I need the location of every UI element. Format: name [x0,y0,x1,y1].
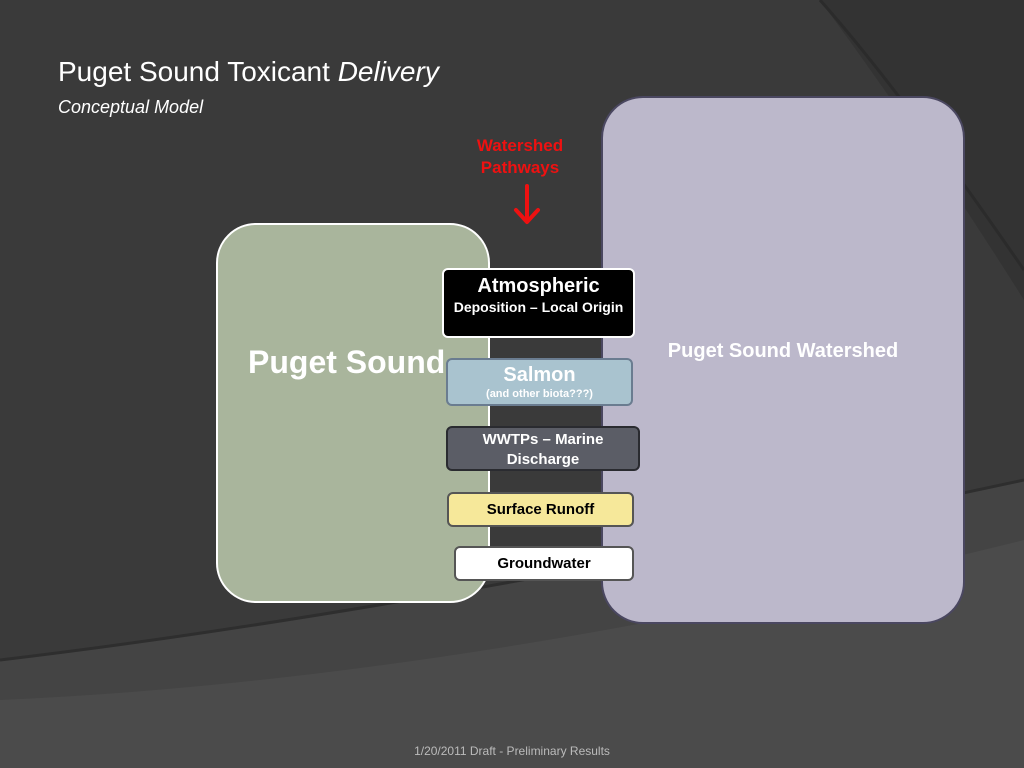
watershed-label: Puget Sound Watershed [667,340,899,362]
pathway-surface-runoff: Surface Runoff [447,492,634,527]
pathway-wwtps: WWTPs – Marine Discharge [446,426,640,471]
pathway-atmospheric-detail: Deposition – Local Origin [453,299,624,315]
pathway-atmospheric-deposition: Atmospheric Deposition – Local Origin [442,268,635,338]
pathway-salmon-detail: (and other biota???) [486,388,593,400]
pathway-wwtps-line2: Discharge [506,451,580,468]
pathway-salmon-title: Salmon [503,364,576,386]
slide-title: Puget Sound Toxicant Delivery [58,56,439,88]
pathway-salmon: Salmon (and other biota???) [446,358,633,406]
slide-title-text: Puget Sound Toxicant [58,56,338,87]
slide-title-italic: Delivery [337,56,439,87]
slide-subtitle: Conceptual Model [58,97,204,117]
watershed-region [601,96,965,624]
pathway-wwtps-line1: WWTPs – Marine [482,431,604,448]
slide-footer: 1/20/2011 Draft - Preliminary Results [414,744,610,758]
pathways-header: Watershed Pathways [460,135,580,179]
arrow-down-icon [514,184,540,224]
pathway-atmospheric-title: Atmospheric [477,275,600,297]
puget-sound-label: Puget Sound [248,344,446,380]
pathways-header-line1: Watershed [476,136,564,155]
pathway-groundwater: Groundwater [454,546,634,581]
pathways-header-line2: Pathways [480,158,560,177]
